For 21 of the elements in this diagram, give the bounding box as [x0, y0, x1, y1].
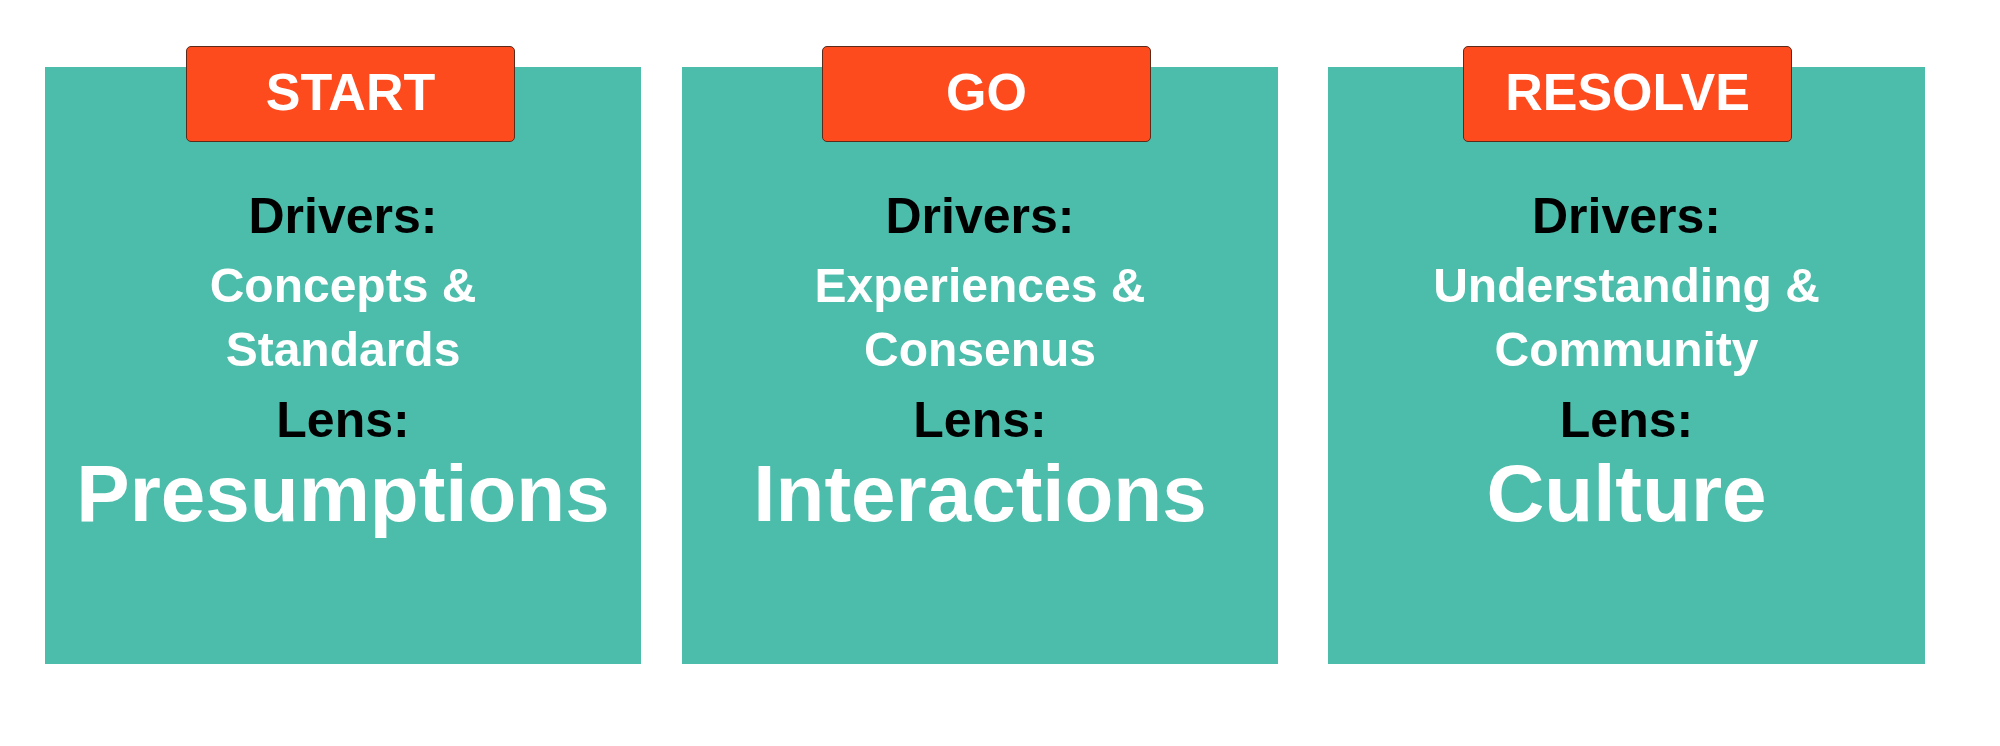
lens-text: Presumptions	[76, 450, 610, 538]
stage-tab	[1463, 46, 1792, 142]
stage-label: START	[265, 64, 436, 120]
stage-label: RESOLVE	[1505, 64, 1750, 120]
stage-tab	[822, 46, 1151, 142]
lens-heading: Lens:	[913, 392, 1047, 449]
drivers-heading: Drivers:	[885, 188, 1075, 245]
drivers-text: Experiences & Consenus	[813, 258, 1147, 378]
lens-heading: Lens:	[1559, 392, 1694, 449]
drivers-text: Concepts & Standards	[208, 258, 478, 378]
drivers-heading: Drivers:	[248, 188, 438, 245]
stage-label: GO	[946, 64, 1027, 120]
lens-heading: Lens:	[276, 392, 410, 449]
stage-tab	[186, 46, 515, 142]
lens-text: Culture	[1486, 450, 1767, 538]
drivers-text: Understanding & Community	[1432, 258, 1821, 378]
lens-text: Interactions	[753, 450, 1207, 538]
info-card	[1328, 67, 1925, 664]
info-card	[682, 67, 1278, 664]
drivers-heading: Drivers:	[1532, 188, 1721, 245]
info-card	[45, 67, 641, 664]
